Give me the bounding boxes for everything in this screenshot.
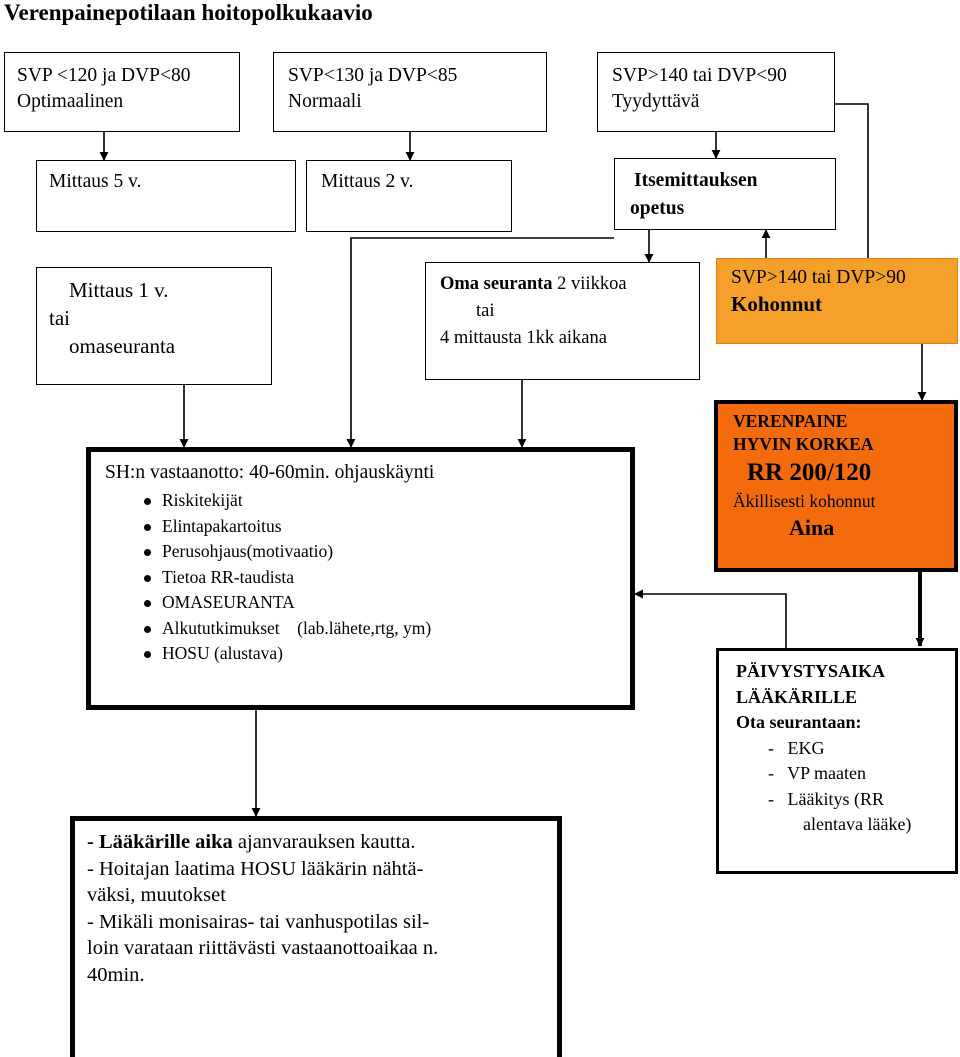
doctor-line6: 40min. [87,963,145,986]
normal-label: Normaali [288,91,362,112]
self-measure-teaching-box: Itsemittauksen opetus [614,158,836,230]
own-followup-bold: Oma seuranta [440,274,553,294]
elevated-criteria: SVP>140 tai DVP>90 [731,267,906,288]
doctor-line4: - Mikäli monisairas- tai vanhuspotilas s… [87,910,430,933]
measure-1-year-line1: Mittaus 1 v. [69,278,169,302]
satisfactory-level-box: SVP>140 tai DVP<90 Tyydyttävä [597,52,835,132]
optimal-label: Optimaalinen [17,91,124,112]
list-item: - Lääkitys (RR [768,788,884,809]
doctor-line3: väksi, muutokset [87,884,226,906]
satisfactory-criteria: SVP>140 tai DVP<90 [612,65,787,86]
measure-5-years-label: Mittaus 5 v. [49,171,142,192]
critical-line2: HYVIN KORKEA [733,434,874,454]
page-title: Verenpainepotilaan hoitopolkukaavio [4,0,373,25]
measure-2-years-label: Mittaus 2 v. [321,171,414,192]
list-item: Elintapakartoitus [105,514,630,540]
doctor-dash: - [87,831,99,853]
line-satisfactory-to-elevated [835,103,869,258]
line-selfmeasure-to-sh [346,237,614,448]
measure-1-year-line3: omaseuranta [69,334,176,358]
elevated-label: Kohonnut [731,292,823,316]
list-item: - EKG [768,737,825,758]
nurse-visit-heading: SH:n vastaanotto: 40-60min. ohjauskäynti [105,462,435,483]
emergency-line1: PÄIVYSTYSAIKA [736,661,886,681]
doctor-bold: Lääkärille aika [98,831,233,853]
own-followup-box: Oma seuranta 2 viikkoa tai 4 mittausta 1… [425,262,700,380]
list-item: OMASEURANTA [105,590,630,616]
optimal-criteria: SVP <120 ja DVP<80 [17,65,191,86]
emergency-line2: LÄÄKÄRILLE [736,686,858,707]
measure-1-year-box: Mittaus 1 v. tai omaseuranta [36,267,272,385]
elevated-level-box: SVP>140 tai DVP>90 Kohonnut [716,258,958,344]
list-item: Alkututkimukset (lab.lähete,rtg, ym) [105,616,630,642]
normal-level-box: SVP<130 ja DVP<85 Normaali [273,52,547,132]
own-followup-line2: tai [476,301,495,321]
doctor-line1: - Lääkärille aika ajanvarauksen kautta. [87,829,557,856]
list-item: Tietoa RR-taudista [105,565,630,591]
critical-line4: Äkillisesti kohonnut [733,491,876,511]
list-item: Perusohjaus(motivaatio) [105,539,630,565]
doctor-line2: - Hoitajan laatima HOSU lääkärin nähtä- [87,857,424,880]
emergency-line3: Ota seurantaan: [736,712,862,732]
self-measure-line2: opetus [630,198,685,219]
list-item: HOSU (alustava) [105,641,630,667]
measure-1-year-line2: tai [49,306,70,330]
emergency-doctor-box: PÄIVYSTYSAIKA LÄÄKÄRILLE Ota seurantaan:… [716,648,958,874]
own-followup-rest: 2 viikkoa [552,274,627,294]
nurse-visit-box: SH:n vastaanotto: 40-60min. ohjauskäynti… [86,447,635,710]
critical-line1: VERENPAINE [733,411,848,431]
arrow-emergency-to-sh [634,589,787,648]
measure-5-years-box: Mittaus 5 v. [36,160,296,232]
list-item-continuation: alentava lääke) [803,814,912,834]
optimal-level-box: SVP <120 ja DVP<80 Optimaalinen [4,52,240,132]
critical-level-box: VERENPAINE HYVIN KORKEA RR 200/120 Äkill… [714,400,958,572]
measure-2-years-box: Mittaus 2 v. [306,160,512,232]
doctor-rest: ajanvarauksen kautta. [232,831,416,853]
critical-line5: Aina [789,515,835,540]
normal-criteria: SVP<130 ja DVP<85 [288,65,458,86]
satisfactory-label: Tyydyttävä [612,91,700,112]
doctor-line5: loin varataan riittävästi vastaanottoaik… [87,937,439,959]
self-measure-line1: Itsemittauksen [634,170,758,191]
own-followup-line3: 4 mittausta 1kk aikana [440,328,607,348]
doctor-appointment-box: - Lääkärille aika ajanvarauksen kautta. … [70,816,562,1057]
list-item: - VP maaten [768,763,866,783]
list-item: Riskitekijät [105,488,630,514]
nurse-visit-list: Riskitekijät Elintapakartoitus Perusohja… [105,488,630,667]
own-followup-line1: Oma seuranta 2 viikkoa [440,271,699,298]
critical-line3: RR 200/120 [747,459,872,486]
